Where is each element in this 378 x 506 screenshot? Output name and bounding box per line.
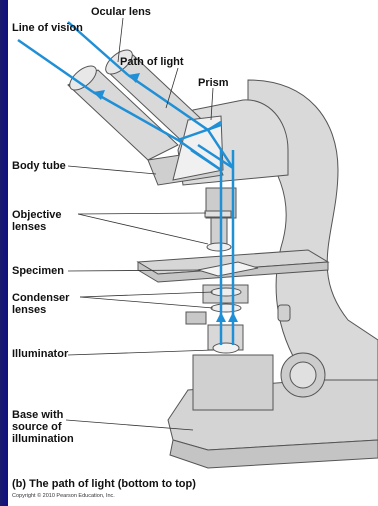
base-column — [193, 355, 273, 410]
caption-letter: (b) — [12, 478, 26, 490]
stage-adjust-knob — [278, 305, 290, 321]
condenser-lens-top — [211, 288, 241, 296]
condenser-knob — [186, 312, 206, 324]
label-condenser-lenses: Condenser lenses — [12, 292, 78, 316]
fine-focus-knob — [290, 362, 316, 388]
label-path-of-light: Path of light — [120, 56, 184, 68]
label-ocular-lens: Ocular lens — [91, 6, 151, 18]
label-specimen: Specimen — [12, 265, 64, 277]
label-objective-lenses: Objective lenses — [12, 209, 74, 233]
label-prism: Prism — [198, 77, 229, 89]
illuminator-lamp — [213, 343, 239, 353]
label-illuminator: Illuminator — [12, 348, 68, 360]
caption-text: The path of light (bottom to top) — [29, 478, 196, 490]
label-base: Base with source of illumination — [12, 409, 86, 445]
objective-top-plate — [205, 211, 231, 217]
copyright-notice: Copyright © 2010 Pearson Education, Inc. — [12, 493, 115, 499]
label-body-tube: Body tube — [12, 160, 66, 172]
objective-lens — [207, 243, 231, 251]
figure-panel: Ocular lens Line of vision Path of light… — [8, 0, 378, 506]
figure-caption: (b) The path of light (bottom to top) — [12, 478, 196, 490]
label-line-of-vision: Line of vision — [12, 22, 83, 34]
condenser-lens-bottom — [211, 304, 241, 312]
